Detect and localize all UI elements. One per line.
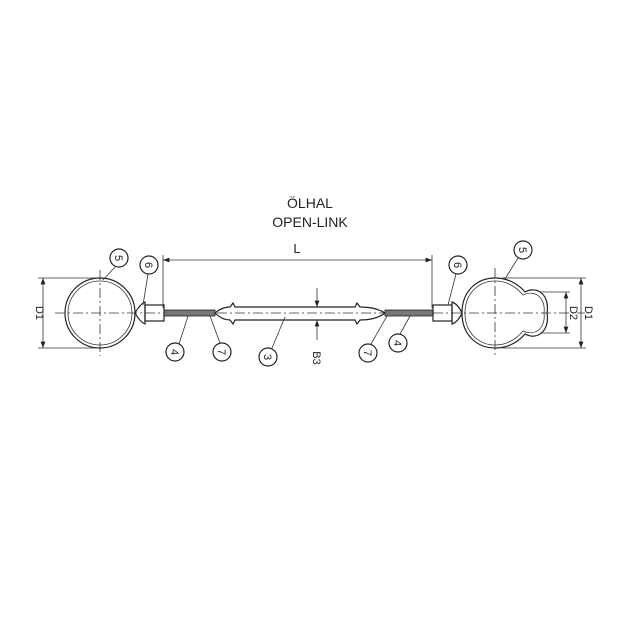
callout-left-ferrule: 6: [139, 255, 159, 306]
left-wire: [163, 309, 216, 317]
callout-right-ferrule: 6: [447, 255, 468, 306]
b3-label: B3: [310, 351, 322, 364]
svg-text:5: 5: [112, 255, 124, 261]
right-d2-dimension: D2: [540, 291, 579, 334]
svg-text:6: 6: [451, 262, 463, 268]
left-d1-label: D1: [33, 306, 45, 320]
svg-text:7: 7: [215, 349, 227, 355]
title-line1: ÖLHAL: [287, 194, 333, 211]
length-dimension: L: [162, 241, 433, 308]
svg-text:4: 4: [168, 349, 180, 355]
left-d1-dimension: D1: [33, 277, 100, 349]
svg-text:7: 7: [361, 350, 373, 356]
svg-text:6: 6: [142, 262, 154, 268]
callout-left-ring: 5: [102, 248, 129, 281]
callout-right-transition: 7: [358, 315, 388, 363]
b3-dimension: B3: [310, 288, 322, 365]
callout-left-wire: 4: [165, 315, 189, 362]
svg-text:4: 4: [391, 340, 403, 346]
callout-right-ring: 5: [504, 240, 533, 280]
callout-sleeve: 3: [258, 316, 286, 367]
callout-right-wire: 4: [388, 315, 411, 353]
right-wire: [384, 309, 434, 317]
right-d1-dimension: D1: [502, 277, 594, 349]
length-label: L: [293, 241, 300, 256]
svg-text:3: 3: [261, 354, 273, 360]
sleeve: [214, 301, 387, 326]
title-line2: OPEN-LINK: [272, 214, 348, 230]
right-ring: [461, 268, 549, 358]
callout-left-transition: 7: [209, 315, 232, 362]
svg-text:5: 5: [516, 247, 528, 253]
right-d2-label: D2: [567, 306, 579, 320]
right-d1-label: D1: [582, 306, 594, 320]
